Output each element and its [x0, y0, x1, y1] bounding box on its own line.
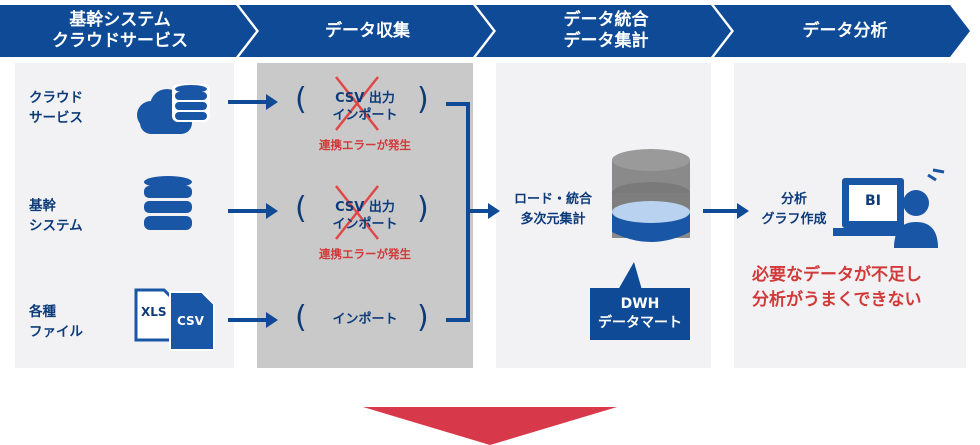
close-paren: )	[417, 191, 429, 226]
problem-message: 必要なデータが不足し 分析がうまくできない	[752, 265, 922, 310]
analysis-label: 分析 グラフ作成	[761, 192, 827, 227]
bi-screen-text: BI	[865, 193, 881, 209]
source-label-core: 基幹 システム	[29, 198, 83, 234]
file-tag-csv: CSV	[177, 314, 204, 328]
person-icon	[894, 168, 945, 248]
source-label-files: 各種 ファイル	[29, 304, 83, 340]
stage-title-collection: データ収集	[325, 21, 410, 41]
open-paren: (	[295, 191, 307, 226]
database-icon	[144, 176, 192, 230]
cloud-database-icon	[137, 84, 210, 134]
collection-step-3: インポート	[332, 312, 398, 327]
error-message-2: 連携エラーが発生	[319, 247, 411, 261]
stage-chevron-3	[476, 5, 731, 57]
file-icon	[134, 288, 215, 351]
stage-title-sources: 基幹システム クラウドサービス	[52, 10, 188, 51]
error-x-mark	[335, 185, 379, 240]
stage-title-analysis: データ分析	[802, 21, 888, 41]
open-paren: (	[295, 300, 307, 335]
open-paren: (	[295, 82, 307, 117]
down-arrow	[363, 407, 617, 445]
collection-step-2: CSV 出力 インポート	[332, 200, 398, 232]
stage-chevron-4	[714, 5, 970, 57]
dwh-callout	[590, 262, 690, 340]
bi-monitor-icon	[833, 178, 911, 236]
close-paren: )	[417, 82, 429, 117]
collection-step-1: CSV 出力 インポート	[332, 91, 398, 123]
stage-title-integration: データ統合 データ集計	[563, 10, 649, 51]
source-arrows	[228, 94, 278, 328]
stage-chevron-2	[239, 5, 493, 57]
stage-chevron-1	[0, 5, 256, 57]
file-tag-xls: XLS	[141, 305, 167, 319]
error-message-1: 連携エラーが発生	[319, 138, 411, 152]
dwh-callout-text: DWH データマート	[598, 296, 682, 331]
dwh-database-icon	[612, 149, 690, 242]
error-x-mark	[335, 76, 379, 131]
close-paren: )	[417, 300, 429, 335]
source-label-cloud: クラウド サービス	[29, 90, 83, 126]
merge-bracket	[446, 102, 500, 322]
integration-label: ロード・統合 多次元集計	[513, 192, 592, 227]
analysis-arrow	[703, 203, 749, 219]
